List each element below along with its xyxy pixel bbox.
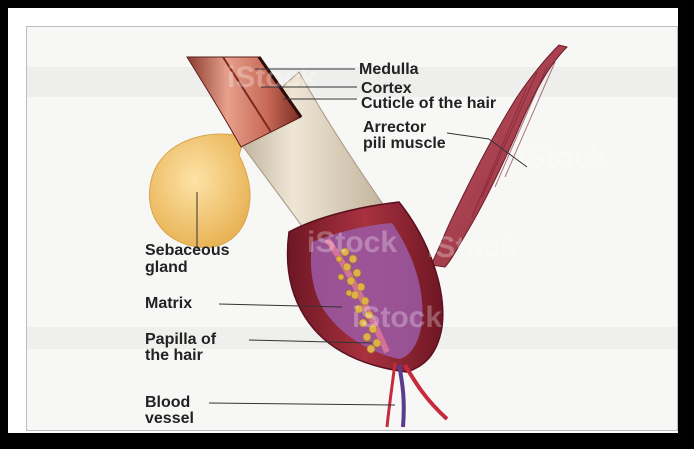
label-pili-muscle: pili muscle [363, 135, 446, 152]
hair-follicle-diagram: iStock iStock iStock iStock iStock Medul… [27, 27, 677, 430]
watermark-2: iStock [307, 226, 397, 259]
label-arrector: Arrector [363, 119, 426, 136]
sebaceous-gland [149, 134, 250, 248]
label-medulla: Medulla [359, 61, 419, 78]
label-blood: Blood [145, 394, 190, 411]
label-vessel: vessel [145, 410, 194, 427]
diagram-panel: iStock iStock iStock iStock iStock Medul… [26, 26, 678, 431]
watermark-5: iStock [517, 141, 607, 174]
label-matrix: Matrix [145, 295, 192, 312]
watermark-3: iStock [427, 231, 517, 264]
blood-vessel-vein [399, 365, 404, 427]
label-cuticle: Cuticle of the hair [361, 95, 496, 112]
blood-vessel-capillary [387, 363, 395, 427]
label-papilla: Papilla of [145, 331, 217, 348]
watermark-4: iStock [352, 301, 442, 334]
watermark-1: iStock [227, 61, 317, 94]
label-sebaceous: Sebaceous [145, 242, 230, 259]
label-the-hair: the hair [145, 347, 203, 364]
label-gland: gland [145, 259, 188, 276]
blood-vessel-artery [405, 365, 447, 419]
